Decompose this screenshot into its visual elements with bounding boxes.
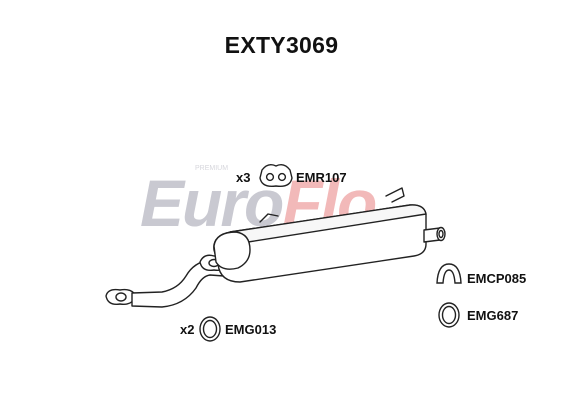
exhaust-assembly (105, 187, 446, 308)
emr107-qty: x3 (236, 170, 251, 185)
emr107-code: EMR107 (296, 170, 347, 185)
emg013-code: EMG013 (225, 322, 277, 337)
emg687-code: EMG687 (467, 308, 519, 323)
gasket-ring-icon (438, 302, 460, 328)
gasket-ring-icon-2 (199, 316, 221, 342)
part-number-title: EXTY3069 (224, 32, 339, 58)
watermark-tag: PREMIUM (195, 165, 228, 172)
emcp085-code: EMCP085 (467, 271, 527, 286)
emg013-qty: x2 (180, 322, 195, 337)
hanger-rubber-icon (259, 163, 293, 188)
clamp-bracket-icon (436, 263, 462, 284)
